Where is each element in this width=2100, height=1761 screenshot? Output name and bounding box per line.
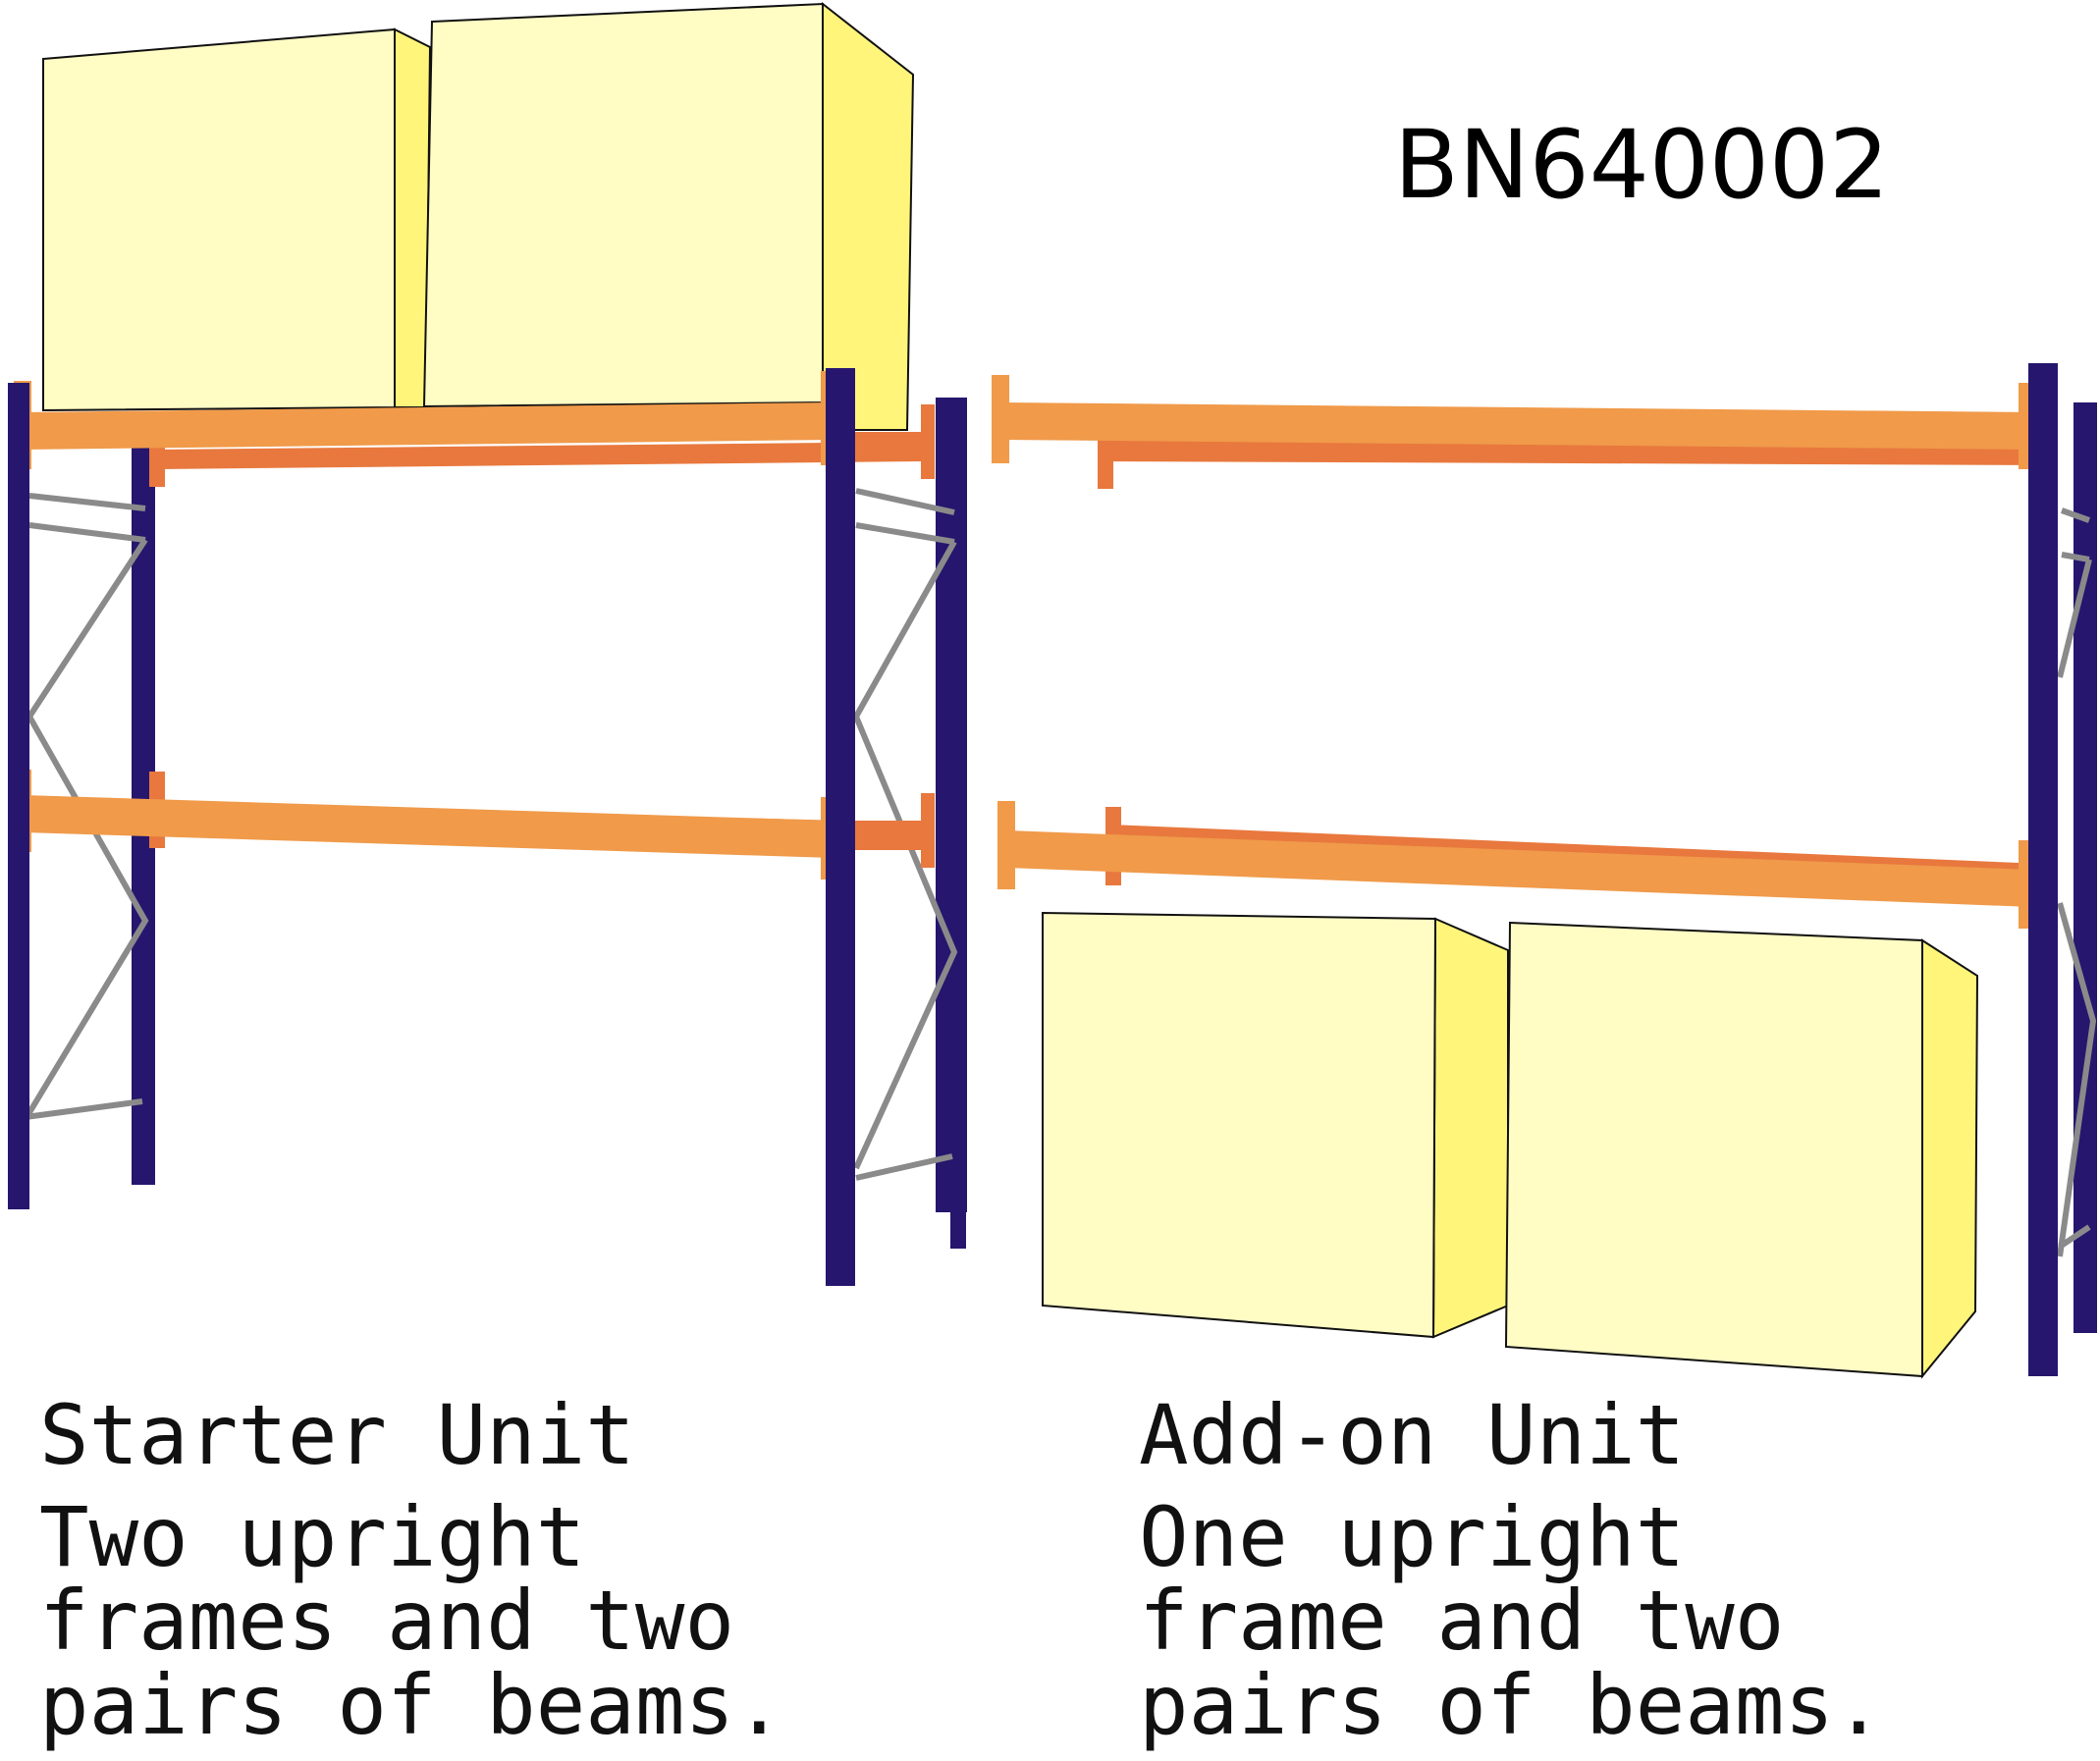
- upright-post: [2073, 402, 2097, 1333]
- upright-post: [826, 368, 855, 1286]
- addon-unit-title: Add-on Unit: [1139, 1387, 1686, 1483]
- starter-unit-title: Starter Unit: [39, 1387, 635, 1483]
- addon-bottom-box-left: [1042, 911, 1509, 1339]
- starter-unit-caption: Starter Unit Two upright frames and two …: [39, 1387, 784, 1754]
- addon-bracing: [2057, 507, 2097, 1257]
- addon-front-beams: [992, 375, 2036, 929]
- starter-top-box-left: [42, 27, 432, 412]
- addon-back-beams: [1098, 410, 2052, 911]
- starter-front-beams: [14, 371, 935, 880]
- addon-unit-caption: Add-on Unit One upright frame and two pa…: [1139, 1387, 1884, 1754]
- upright-post: [2028, 363, 2058, 1376]
- starter-front-frame: [8, 368, 855, 1286]
- addon-unit-line: frame and two: [1139, 1573, 1785, 1670]
- addon-front-frame: [2028, 363, 2058, 1376]
- starter-top-box-right: [422, 1, 915, 431]
- addon-back-frame: [2073, 402, 2097, 1333]
- starter-unit-line: Two upright: [39, 1488, 586, 1585]
- addon-unit-line: pairs of beams.: [1139, 1657, 1884, 1754]
- addon-bottom-box-right: [1504, 921, 1979, 1379]
- upright-post: [8, 383, 29, 1209]
- starter-back-beams: [149, 440, 923, 848]
- upright-post: [950, 1158, 966, 1249]
- addon-unit-line: One upright: [1139, 1488, 1686, 1585]
- starter-unit-line: pairs of beams.: [39, 1657, 784, 1754]
- starter-unit-line: frames and two: [39, 1573, 735, 1670]
- product-code: BN640002: [1394, 110, 1890, 220]
- upright-post: [936, 398, 967, 1212]
